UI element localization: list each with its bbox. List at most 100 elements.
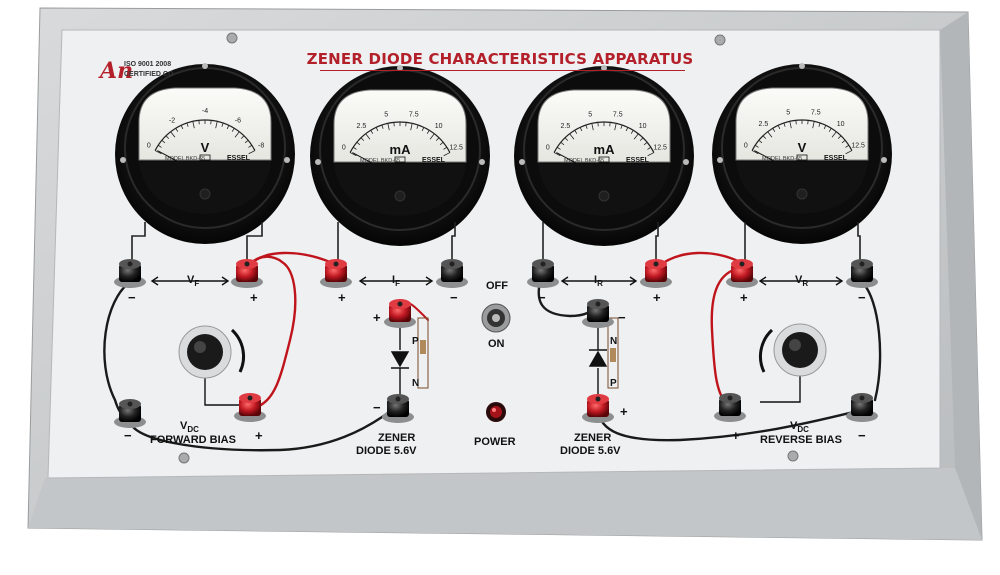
plus-sign: + bbox=[732, 428, 740, 443]
minus-sign: − bbox=[450, 290, 458, 305]
vdc-left-label: VDC bbox=[180, 420, 199, 434]
screw-icon bbox=[683, 159, 689, 165]
label-n-left: N bbox=[412, 378, 419, 389]
post-hole bbox=[128, 402, 133, 407]
post-hole bbox=[541, 262, 546, 267]
panel-title: ZENER DIODE CHARACTERISTICS APPARATUS bbox=[300, 50, 700, 68]
plus-sign: + bbox=[338, 290, 346, 305]
meter-scale-label: 0 bbox=[342, 144, 346, 151]
plus-sign: + bbox=[653, 290, 661, 305]
screw-icon bbox=[717, 157, 723, 163]
meter-scale-label: -6 bbox=[235, 117, 241, 124]
iso-label: ISO 9001 2008 bbox=[124, 61, 171, 68]
post-hole bbox=[728, 396, 733, 401]
meter-scale-label: 2.5 bbox=[759, 121, 769, 128]
meter-brand: ESSEL bbox=[227, 155, 251, 162]
label-n-right: N bbox=[610, 336, 617, 347]
meter-unit: V bbox=[798, 140, 807, 155]
meter-unit: mA bbox=[390, 142, 412, 157]
plus-sign: + bbox=[740, 290, 748, 305]
meter-scale-label: 2.5 bbox=[357, 123, 367, 130]
meter-model: MODEL BKD-65 bbox=[165, 156, 205, 162]
meter-scale-label: 5 bbox=[384, 112, 388, 119]
label-p-right: P bbox=[610, 378, 617, 389]
meter-scale-label: 0 bbox=[744, 142, 748, 149]
label-vr: VR bbox=[795, 274, 808, 288]
zener-right-label: ZENER bbox=[574, 432, 611, 444]
reverse-bias-label: REVERSE BIAS bbox=[760, 434, 842, 446]
cabinet-bottom bbox=[28, 468, 982, 540]
screw-icon bbox=[479, 159, 485, 165]
minus-sign: − bbox=[618, 310, 626, 325]
meter-unit: mA bbox=[594, 142, 616, 157]
meter-scale-label: 12.5 bbox=[851, 142, 865, 149]
zener-left-rating: DIODE 5.6V bbox=[356, 445, 417, 457]
screw-icon bbox=[519, 159, 525, 165]
label-if: IF bbox=[392, 274, 400, 288]
meter-unit: V bbox=[201, 140, 210, 155]
meter-scale-label: 0 bbox=[147, 142, 151, 149]
meter-brand: ESSEL bbox=[626, 157, 650, 164]
plus-sign: + bbox=[255, 428, 263, 443]
plus-sign: + bbox=[620, 404, 628, 419]
zener-left-label: ZENER bbox=[378, 432, 415, 444]
vdc-right-label: VDC bbox=[790, 420, 809, 434]
post-hole bbox=[860, 396, 865, 401]
switch-on-label: ON bbox=[488, 338, 505, 350]
minus-sign: − bbox=[124, 428, 132, 443]
meter-scale-label: 7.5 bbox=[811, 110, 821, 117]
meter-model: MODEL BKD-65 bbox=[564, 158, 604, 164]
meter-zero-screw bbox=[395, 191, 405, 201]
label-vf: VF bbox=[187, 274, 199, 288]
post-hole bbox=[654, 262, 659, 267]
screw-icon bbox=[881, 157, 887, 163]
meter-zero-screw bbox=[599, 191, 609, 201]
meter-zero-screw bbox=[200, 189, 210, 199]
meter-brand: ESSEL bbox=[422, 157, 446, 164]
zener-right-rating: DIODE 5.6V bbox=[560, 445, 621, 457]
minus-sign: − bbox=[373, 400, 381, 415]
label-p-left: P bbox=[412, 336, 419, 347]
meter-scale-label: -8 bbox=[258, 142, 264, 149]
post-hole bbox=[860, 262, 865, 267]
meter-scale-label: 10 bbox=[837, 121, 845, 128]
meter-scale-label: 2.5 bbox=[561, 123, 571, 130]
screw-icon bbox=[202, 63, 208, 69]
post-hole bbox=[596, 397, 601, 402]
meter-scale-label: -2 bbox=[169, 117, 175, 124]
power-toggle-switch bbox=[482, 304, 510, 332]
label-ir: IR bbox=[594, 274, 603, 288]
minus-sign: − bbox=[858, 290, 866, 305]
meter-scale-label: 12.5 bbox=[653, 144, 667, 151]
title-underline bbox=[320, 70, 685, 71]
switch-off-label: OFF bbox=[486, 280, 508, 292]
meter-model: MODEL BKD-65 bbox=[762, 156, 802, 162]
meter-scale-label: 5 bbox=[588, 112, 592, 119]
meter-brand: ESSEL bbox=[824, 155, 848, 162]
plus-sign: + bbox=[373, 310, 381, 325]
power-led bbox=[486, 402, 506, 422]
post-hole bbox=[450, 262, 455, 267]
post-hole bbox=[396, 397, 401, 402]
meter-scale-label: 7.5 bbox=[409, 112, 419, 119]
meter-model: MODEL BKD-65 bbox=[360, 158, 400, 164]
screw-icon bbox=[799, 63, 805, 69]
meter-scale-label: 7.5 bbox=[613, 112, 623, 119]
meter-scale-label: 0 bbox=[546, 144, 550, 151]
plus-sign: + bbox=[250, 290, 258, 305]
post-hole bbox=[596, 302, 601, 307]
minus-sign: − bbox=[858, 428, 866, 443]
forward-bias-label: FORWARD BIAS bbox=[150, 434, 236, 446]
post-hole bbox=[245, 262, 250, 267]
meter-scale-label: 12.5 bbox=[449, 144, 463, 151]
minus-sign: − bbox=[128, 290, 136, 305]
meter-scale-label: 10 bbox=[435, 123, 443, 130]
post-hole bbox=[740, 262, 745, 267]
screw-icon bbox=[120, 157, 126, 163]
minus-sign: − bbox=[538, 290, 546, 305]
